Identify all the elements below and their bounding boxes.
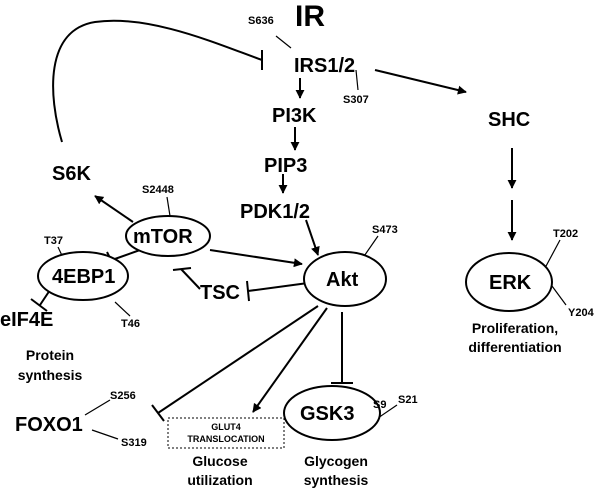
glut4-box <box>167 417 285 449</box>
glycogen-synthesis-line1: Glycogen <box>304 453 368 469</box>
site-s636: S636 <box>248 15 274 27</box>
mtor-label: mTOR <box>133 226 193 248</box>
edge-akt-to-glut4 <box>252 307 328 413</box>
site-s21: S21 <box>398 394 418 406</box>
site-s307: S307 <box>343 94 369 106</box>
outcome-labels: Protein synthesis Proliferation, differe… <box>18 320 562 488</box>
site-s319: S319 <box>121 437 147 449</box>
site-t202: T202 <box>553 228 578 240</box>
akt-label: Akt <box>326 269 359 291</box>
edge-akt-inhibits-foxo1-bar <box>151 404 165 422</box>
gsk3-oval <box>283 385 381 441</box>
foxo1-label: FOXO1 <box>15 414 83 436</box>
protein-synthesis-line2: synthesis <box>18 367 83 383</box>
site-s9: S9 <box>373 399 386 411</box>
tick-y204 <box>551 285 567 306</box>
tick-s256 <box>84 399 111 416</box>
site-y204: Y204 <box>568 307 595 319</box>
glycogen-synthesis-line2: synthesis <box>304 472 369 488</box>
edge-4ebp1-inhibits-eif4e <box>39 289 51 306</box>
tick-s636 <box>275 35 292 49</box>
erk-label: ERK <box>489 272 532 294</box>
tick-s307 <box>355 69 359 91</box>
edge-mtor-to-akt <box>209 249 303 268</box>
tick-t46 <box>114 301 131 317</box>
edge-tsc-inhibits-mtor-bar <box>172 267 192 271</box>
proliferation-line2: differentiation <box>468 339 561 355</box>
4ebp1-label: 4EBP1 <box>52 266 115 288</box>
edge-akt-inhibits-foxo1 <box>157 305 319 414</box>
pi3k-label: PI3K <box>272 105 317 127</box>
site-t37: T37 <box>44 235 63 247</box>
site-t46: T46 <box>121 318 140 330</box>
protein-synthesis-line1: Protein <box>26 347 74 363</box>
shc-label: SHC <box>488 109 530 131</box>
erk-oval <box>465 252 553 312</box>
glut4-translocation-label: TRANSLOCATION <box>187 434 264 444</box>
site-s2448: S2448 <box>142 184 174 196</box>
tick-s319 <box>91 429 119 440</box>
eif4e-label: eIF4E <box>0 309 53 331</box>
site-s473: S473 <box>372 224 398 236</box>
node-labels: IR IRS1/2 PI3K PIP3 PDK1/2 Akt SHC ERK S… <box>0 0 532 444</box>
edge-mtor-to-s6k <box>94 195 134 223</box>
tick-t202 <box>544 239 561 269</box>
edge-akt-inhibits-tsc-bar <box>246 280 250 302</box>
edge-pdk-to-akt <box>305 219 320 256</box>
site-s256: S256 <box>110 390 136 402</box>
edge-s6k-inhibits-irs <box>52 19 263 143</box>
site-labels: S636 S307 S2448 S473 T37 T46 T202 Y204 S… <box>44 15 595 449</box>
edge-tsc-inhibits-mtor <box>180 268 201 290</box>
tick-s21 <box>377 404 398 419</box>
tsc-label: TSC <box>200 282 240 304</box>
glucose-utilization-line1: Glucose <box>192 453 247 469</box>
edge-akt-inhibits-tsc <box>247 282 309 292</box>
tick-s2448 <box>166 196 171 217</box>
edge-mtor-inhibits-4ebp1 <box>111 249 141 261</box>
irs-label: IRS1/2 <box>294 55 355 77</box>
pdk-label: PDK1/2 <box>240 201 310 223</box>
edge-4ebp1-inhibits-eif4e-bar <box>30 298 48 312</box>
ir-label: IR <box>295 0 325 33</box>
mtor-oval <box>125 215 211 257</box>
glucose-utilization-line2: utilization <box>187 472 252 488</box>
proliferation-line1: Proliferation, <box>472 320 558 336</box>
4ebp1-oval <box>37 251 129 301</box>
akt-oval <box>303 251 387 307</box>
gsk3-label: GSK3 <box>300 403 354 425</box>
edge-irs-to-shc <box>374 69 467 95</box>
pip3-label: PIP3 <box>264 155 307 177</box>
s6k-label: S6K <box>52 163 91 185</box>
glut4-label: GLUT4 <box>211 422 241 432</box>
